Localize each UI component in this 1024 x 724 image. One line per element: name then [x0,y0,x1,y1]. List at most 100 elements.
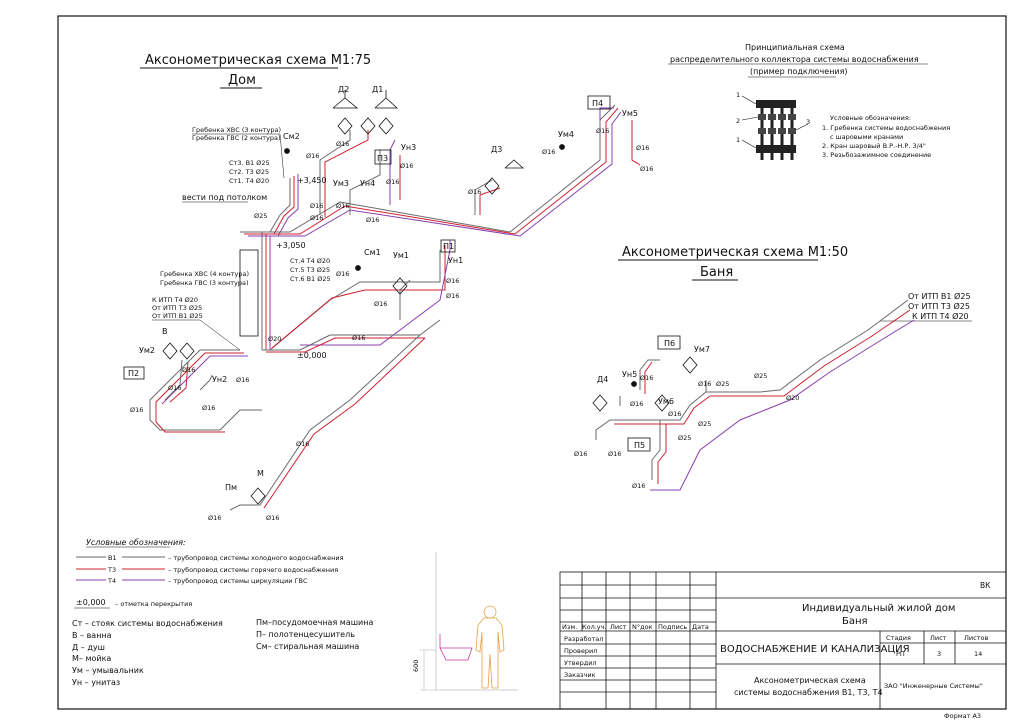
dia-label: Ø16 [542,148,555,156]
label-un4: Ун4 [360,179,375,188]
collector-callout-2: 2 [736,117,740,125]
tb-role: Разработал [564,635,603,643]
label-m: М [257,469,264,478]
bath-fixtures [592,335,698,452]
legend-b1-code: В1 [108,554,117,562]
dia-label: Ø16 [336,140,349,148]
label-p5: П5 [634,441,645,450]
dia-label: Ø16 [296,440,309,448]
label-um7: Ум7 [694,345,710,354]
label-d3: Д3 [491,145,502,154]
comb-cold-4: Гребенка ХВС (4 контура) [160,270,249,278]
label-p6: П6 [664,339,675,348]
legend-code-bg [106,574,122,584]
dia-label: Ø16 [446,277,459,285]
legend-abbr: М– мойка [72,654,111,663]
legend-abbr: См– стиральная машина [256,642,359,651]
dia-label: Ø16 [632,482,645,490]
elevation-sketch [420,552,518,691]
level-3450: +3,450 [297,176,327,185]
legend-abbr: Д – душ [72,643,105,652]
bath-ot-b1: От ИТП В1 Ø25 [908,291,971,301]
tb-stage-h: Стадия [886,634,911,642]
house-title: Аксонометрическая схема М1:75 [145,53,371,68]
tb-sheet: 3 [937,650,941,658]
collector-callout-3: 3 [806,118,810,126]
label-um4: Ум4 [558,130,574,139]
dia-label: Ø16 [636,144,649,152]
dia-label: Ø16 [630,400,643,408]
house-subtitle: Дом [228,73,256,88]
dia-label: Ø16 [236,376,249,384]
legend-t4-code: Т4 [107,577,116,585]
tb-role: Утвердил [564,659,597,667]
dia-label: Ø16 [698,380,711,388]
dia-label: Ø25 [754,372,767,380]
dia-label: Ø25 [698,420,711,428]
level-3050: +3,050 [276,241,306,250]
tb-desc-1: Аксонометрическая схема [754,676,866,685]
tb-sheet-h: Лист [930,634,947,642]
bath-title: Аксонометрическая схема М1:50 [622,245,848,260]
collector-legend-2: 2. Кран шаровый В.Р.-Н.Р. 3/4" [822,142,926,150]
tb-project-1: Индивидуальный жилой дом [802,603,955,614]
dia-label: Ø16 [386,178,399,186]
collector-legend-1b: с шаровыми кранами [830,133,903,141]
legend-level-value: ±0,000 [76,598,106,607]
legend-level-text: – отметка перекрытия [115,600,192,608]
title-block-text: ВК Индивидуальный жилой дом Баня Изм. Ко… [562,581,991,720]
legend-t3-code: Т3 [107,566,116,574]
dia-label: Ø25 [678,434,691,442]
label-p3: П3 [377,154,388,163]
dia-label: Ø16 [130,406,143,414]
label-um2: Ум2 [139,346,155,355]
dia-label: Ø16 [640,374,653,382]
tb-col: Изм. [562,623,577,631]
ot-itp-b1: От ИТП В1 Ø25 [152,312,203,320]
tb-col: Дата [692,623,709,631]
label-d2: Д2 [338,85,349,94]
dia-label: Ø16 [596,127,609,135]
house-pipes [149,104,641,511]
dia-label: Ø16 [608,450,621,458]
tb-project-2: Баня [842,616,868,627]
label-v: В [162,327,168,336]
st3-label: Ст3. В1 Ø25 [229,159,270,167]
tb-code: ВК [980,581,991,590]
dia-label: Ø16 [400,162,413,170]
collector-drawing [741,95,809,160]
dia-label: Ø16 [182,366,195,374]
st2-label: Ст2. Т3 Ø25 [229,168,269,176]
legend-t4-text: – трубопровод системы циркуляции ГВС [168,577,308,585]
tb-col: N°док [632,623,653,631]
legend-code-bg [106,551,122,561]
label-d1: Д1 [372,85,383,94]
st4-label: Ст.4 Т4 Ø20 [290,257,330,265]
legend-abbr: Ум – умывальник [72,666,144,675]
dia-label: Ø16 [266,514,279,522]
label-um5: Ум5 [622,109,638,118]
comb-hot-2: Гребенка ГВС (2 контура) [192,134,281,142]
legend-abbr: Пм–посудомоечная машина [256,618,373,627]
legend-abbr: В – ванна [72,631,112,640]
dia-label: Ø25 [254,212,267,220]
legend-title: Условные обозначения: [86,538,186,547]
collector-legend-3: 3. Резьбозажимное соединение [822,151,931,159]
label-um3: Ум3 [333,179,349,188]
dia-label: Ø16 [168,384,181,392]
house-labels: Гребенка ХВС (3 контура) Гребенка ГВС (2… [128,85,653,522]
bath-pipes [595,299,915,491]
tb-sheets: 14 [974,650,982,658]
tb-col: Подпись [658,623,687,631]
person-figure [475,605,505,689]
legend-abbr: Ун – унитаз [72,678,120,687]
collector-legend-1a: 1. Гребенка системы водоснабжения [822,124,950,132]
k-itp-t4: К ИТП Т4 Ø20 [152,296,198,304]
title-block [559,571,1007,710]
label-un2: Ун2 [212,375,227,384]
tb-org: ЗАО "Инженерные Системы" [884,682,983,690]
dia-label: Ø16 [640,165,653,173]
bath-subtitle: Баня [700,265,733,280]
collector-title-1: Принципиальная схема [745,43,845,52]
